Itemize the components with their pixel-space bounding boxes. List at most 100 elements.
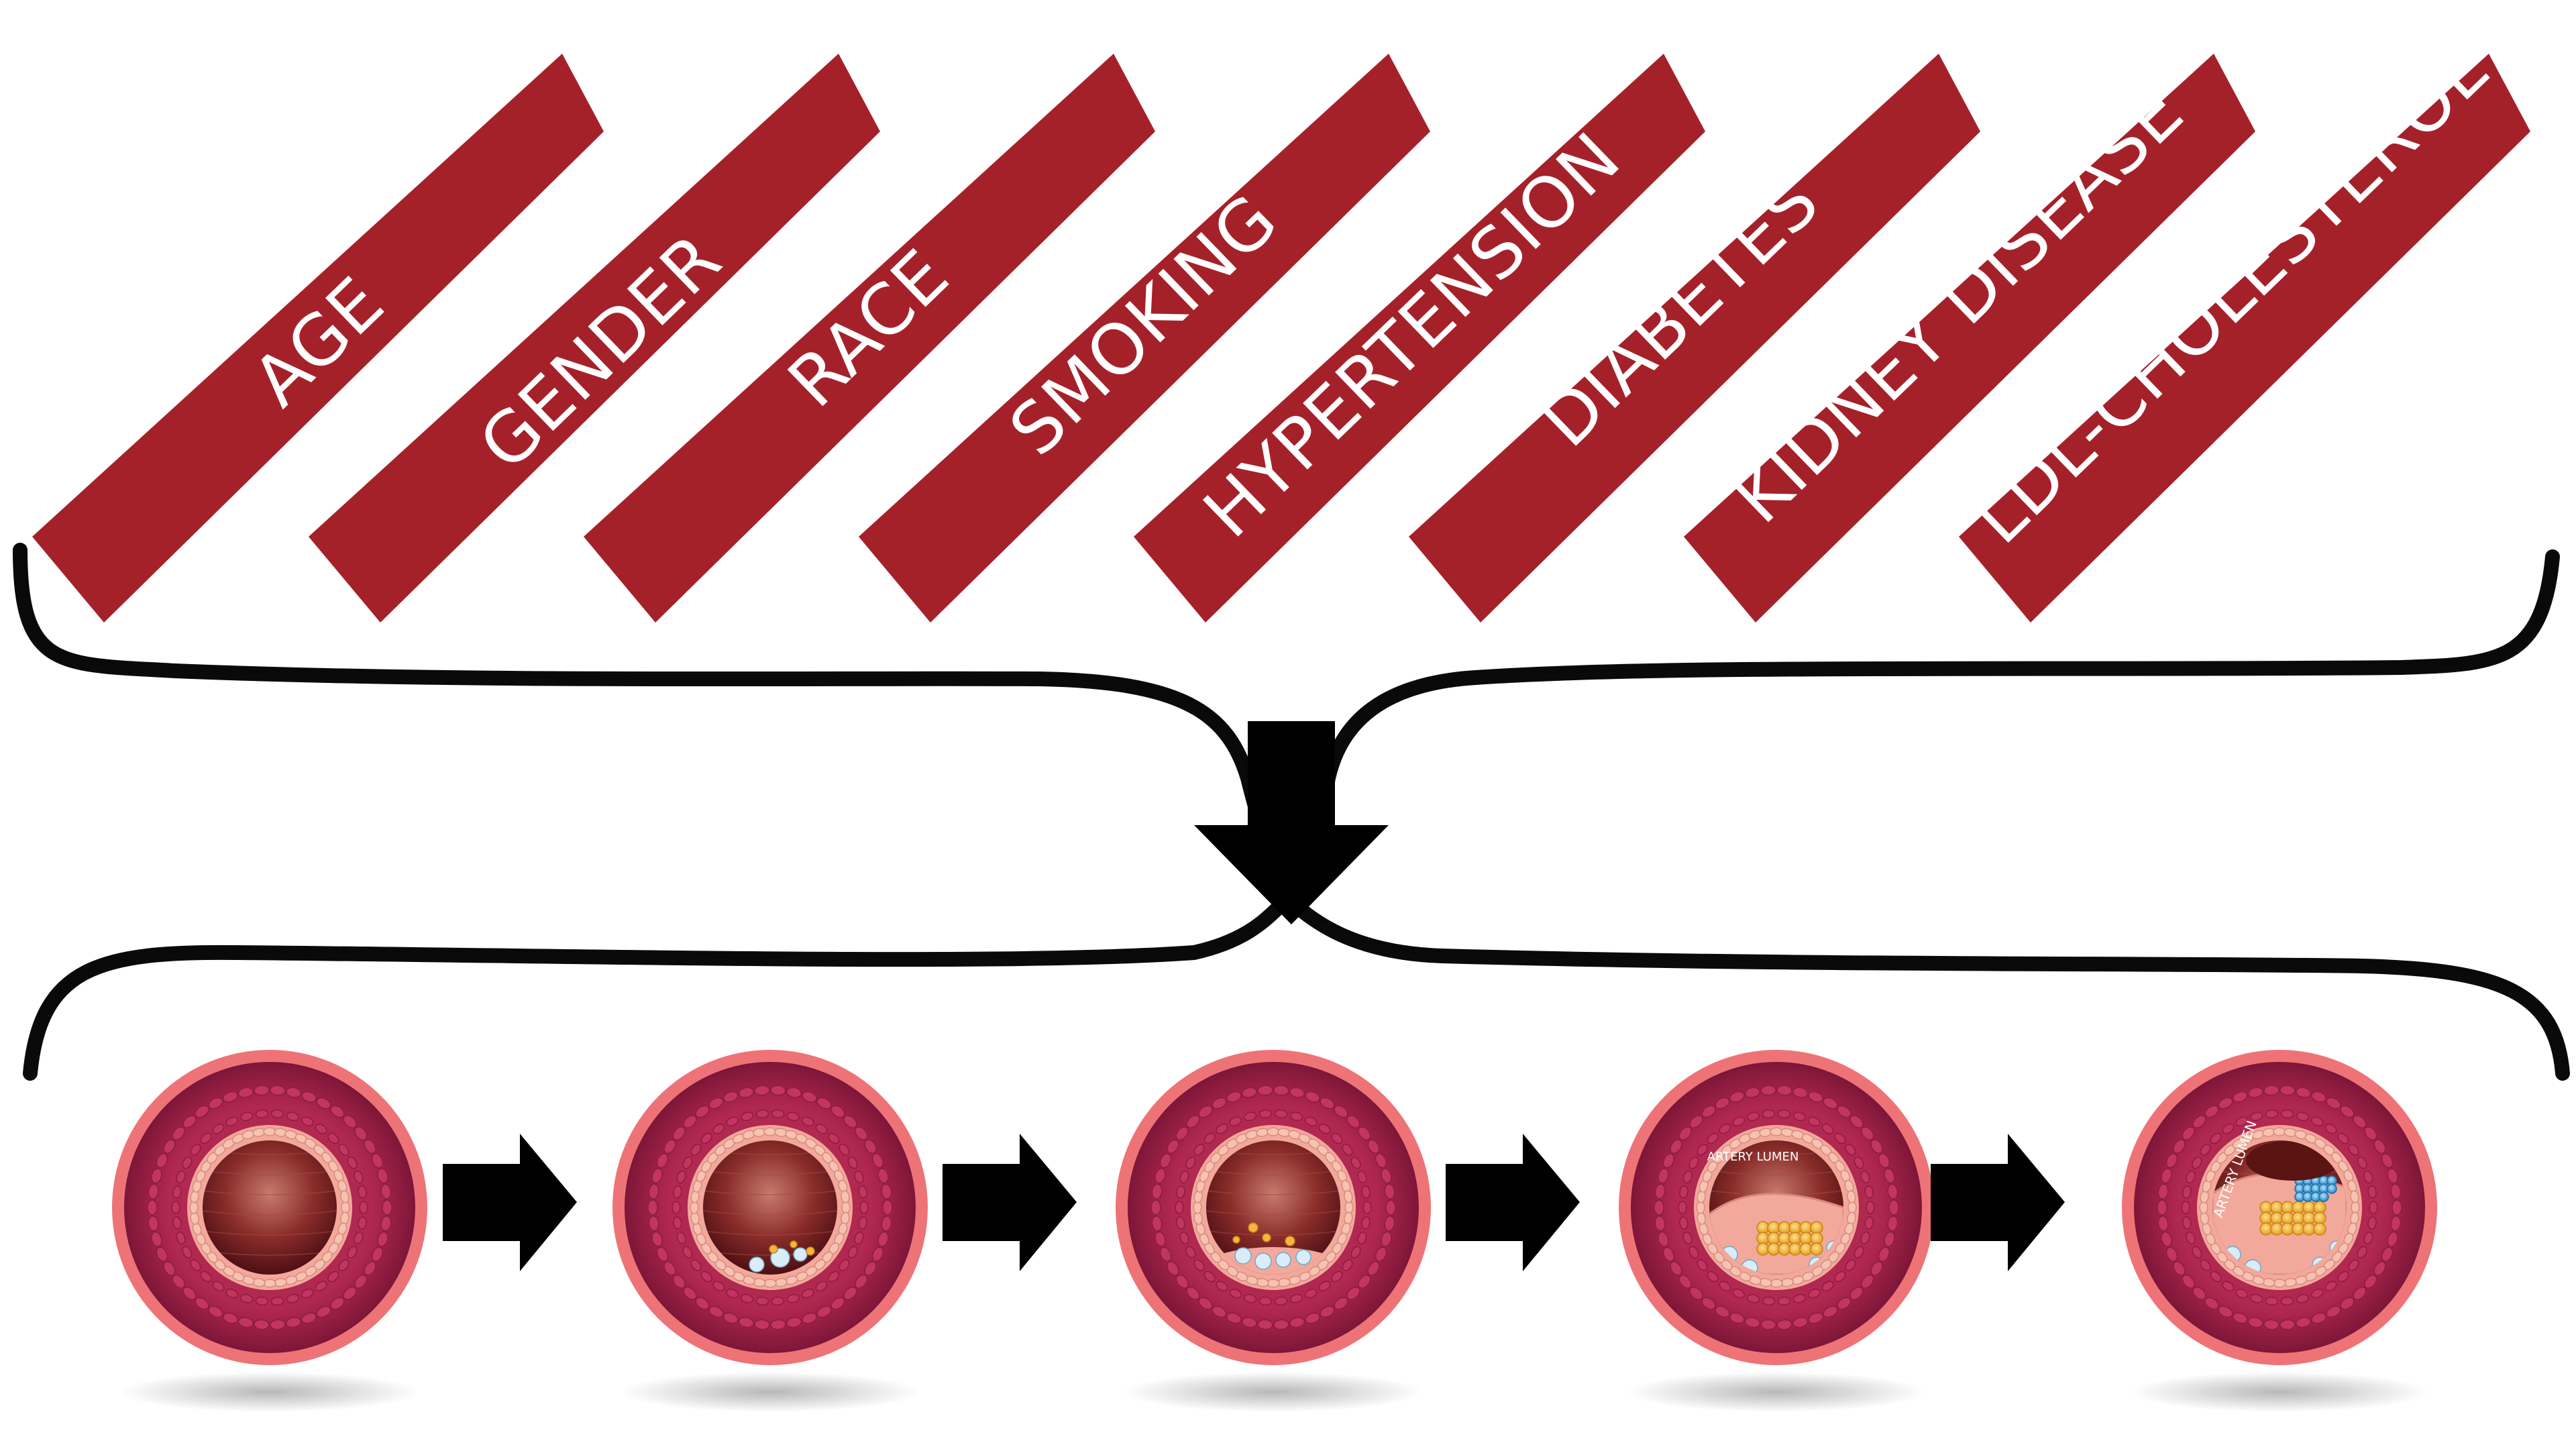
cell <box>828 1271 840 1283</box>
right-arrow-icon <box>943 1134 1077 1271</box>
cell <box>2279 1319 2296 1330</box>
cell <box>1688 1157 1699 1169</box>
cell <box>651 1168 663 1184</box>
cell <box>1257 1085 1273 1096</box>
cell <box>1155 1168 1166 1184</box>
cell <box>770 1085 786 1096</box>
cell <box>225 1288 239 1299</box>
cell <box>195 1297 209 1310</box>
cell <box>1701 1297 1716 1310</box>
cell <box>190 1259 201 1271</box>
cell <box>1884 1168 1895 1184</box>
cell <box>382 1199 392 1216</box>
cell <box>371 1153 384 1169</box>
cell <box>2273 1127 2286 1136</box>
cell <box>2373 1261 2386 1276</box>
cell <box>1375 1246 1387 1262</box>
cell <box>1267 1127 1280 1136</box>
cell <box>1662 1153 1675 1169</box>
cell <box>2222 1281 2235 1291</box>
cell <box>864 1139 877 1154</box>
cell <box>1866 1201 1875 1214</box>
brace-bottom-left-sketch <box>30 894 1293 1073</box>
cell <box>1697 1144 1708 1156</box>
cell <box>1770 1127 1783 1136</box>
cell <box>1776 1085 1792 1096</box>
cell <box>301 1116 314 1127</box>
cell <box>1357 1171 1367 1184</box>
cell <box>2310 1116 2324 1127</box>
cell <box>225 1116 239 1127</box>
shadow <box>1626 1372 1927 1412</box>
cell <box>338 1144 350 1156</box>
cell <box>2357 1246 2367 1258</box>
cell <box>2235 1116 2249 1127</box>
cell <box>2367 1185 2377 1199</box>
cell <box>1747 1293 1760 1303</box>
cell <box>1682 1171 1693 1184</box>
right-arrow-icon <box>443 1134 577 1271</box>
cell <box>708 1097 724 1110</box>
cell <box>176 1171 186 1184</box>
cell <box>690 1259 702 1271</box>
cell <box>1697 1259 1708 1271</box>
cell <box>2247 1087 2264 1098</box>
cell <box>2218 1097 2233 1110</box>
cell <box>2392 1199 2402 1216</box>
white-blood-cell <box>1234 1247 1252 1265</box>
cell <box>830 1105 845 1118</box>
cell <box>1331 1271 1343 1283</box>
cell <box>1762 1296 1776 1306</box>
cell <box>2295 1317 2312 1328</box>
cell <box>1150 1199 1161 1216</box>
cell <box>364 1261 376 1276</box>
cell <box>343 1286 357 1300</box>
cell <box>1241 1087 1258 1098</box>
cell <box>1823 1305 1838 1318</box>
cell <box>871 1246 884 1262</box>
artery-stage-3 <box>1116 1050 1431 1412</box>
cell <box>843 1115 857 1129</box>
lipid-droplet <box>1248 1222 1258 1233</box>
white-blood-cell <box>1275 1252 1291 1268</box>
cell <box>754 1085 770 1096</box>
shadow <box>2129 1372 2430 1412</box>
cell <box>1216 1281 1228 1291</box>
cell <box>1350 1246 1361 1258</box>
cell <box>2340 1297 2355 1310</box>
cell <box>2280 1296 2294 1306</box>
cell <box>237 1317 254 1328</box>
cell <box>2204 1105 2219 1118</box>
cell <box>1216 1124 1228 1134</box>
cell <box>1870 1139 1883 1154</box>
cell <box>2250 1293 2263 1303</box>
cell <box>2173 1261 2186 1276</box>
cell <box>763 1279 777 1288</box>
cell <box>770 1319 786 1330</box>
cell <box>1715 1097 1730 1110</box>
cell <box>2381 1246 2394 1262</box>
cell <box>1670 1261 1682 1276</box>
cell <box>371 1246 384 1262</box>
cell <box>1845 1259 1856 1271</box>
cell <box>1834 1271 1846 1283</box>
white-blood-cell <box>749 1256 765 1273</box>
cell <box>1744 1087 1761 1098</box>
cell <box>1732 1288 1746 1299</box>
brace-bottom-right-sketch <box>1287 894 2567 1073</box>
cell <box>708 1305 724 1318</box>
cell <box>163 1139 176 1154</box>
cell <box>2161 1231 2172 1247</box>
cell <box>1358 1126 1371 1140</box>
cell <box>755 1296 769 1306</box>
cell <box>786 1112 800 1122</box>
cell <box>815 1124 828 1134</box>
cell <box>2165 1153 2178 1169</box>
cell <box>1654 1183 1666 1199</box>
cell <box>2337 1132 2349 1144</box>
lumen-texture <box>703 1230 837 1236</box>
cell <box>2186 1231 2196 1244</box>
cell <box>663 1261 676 1276</box>
cell <box>1212 1305 1227 1318</box>
cell <box>1808 1312 1823 1324</box>
